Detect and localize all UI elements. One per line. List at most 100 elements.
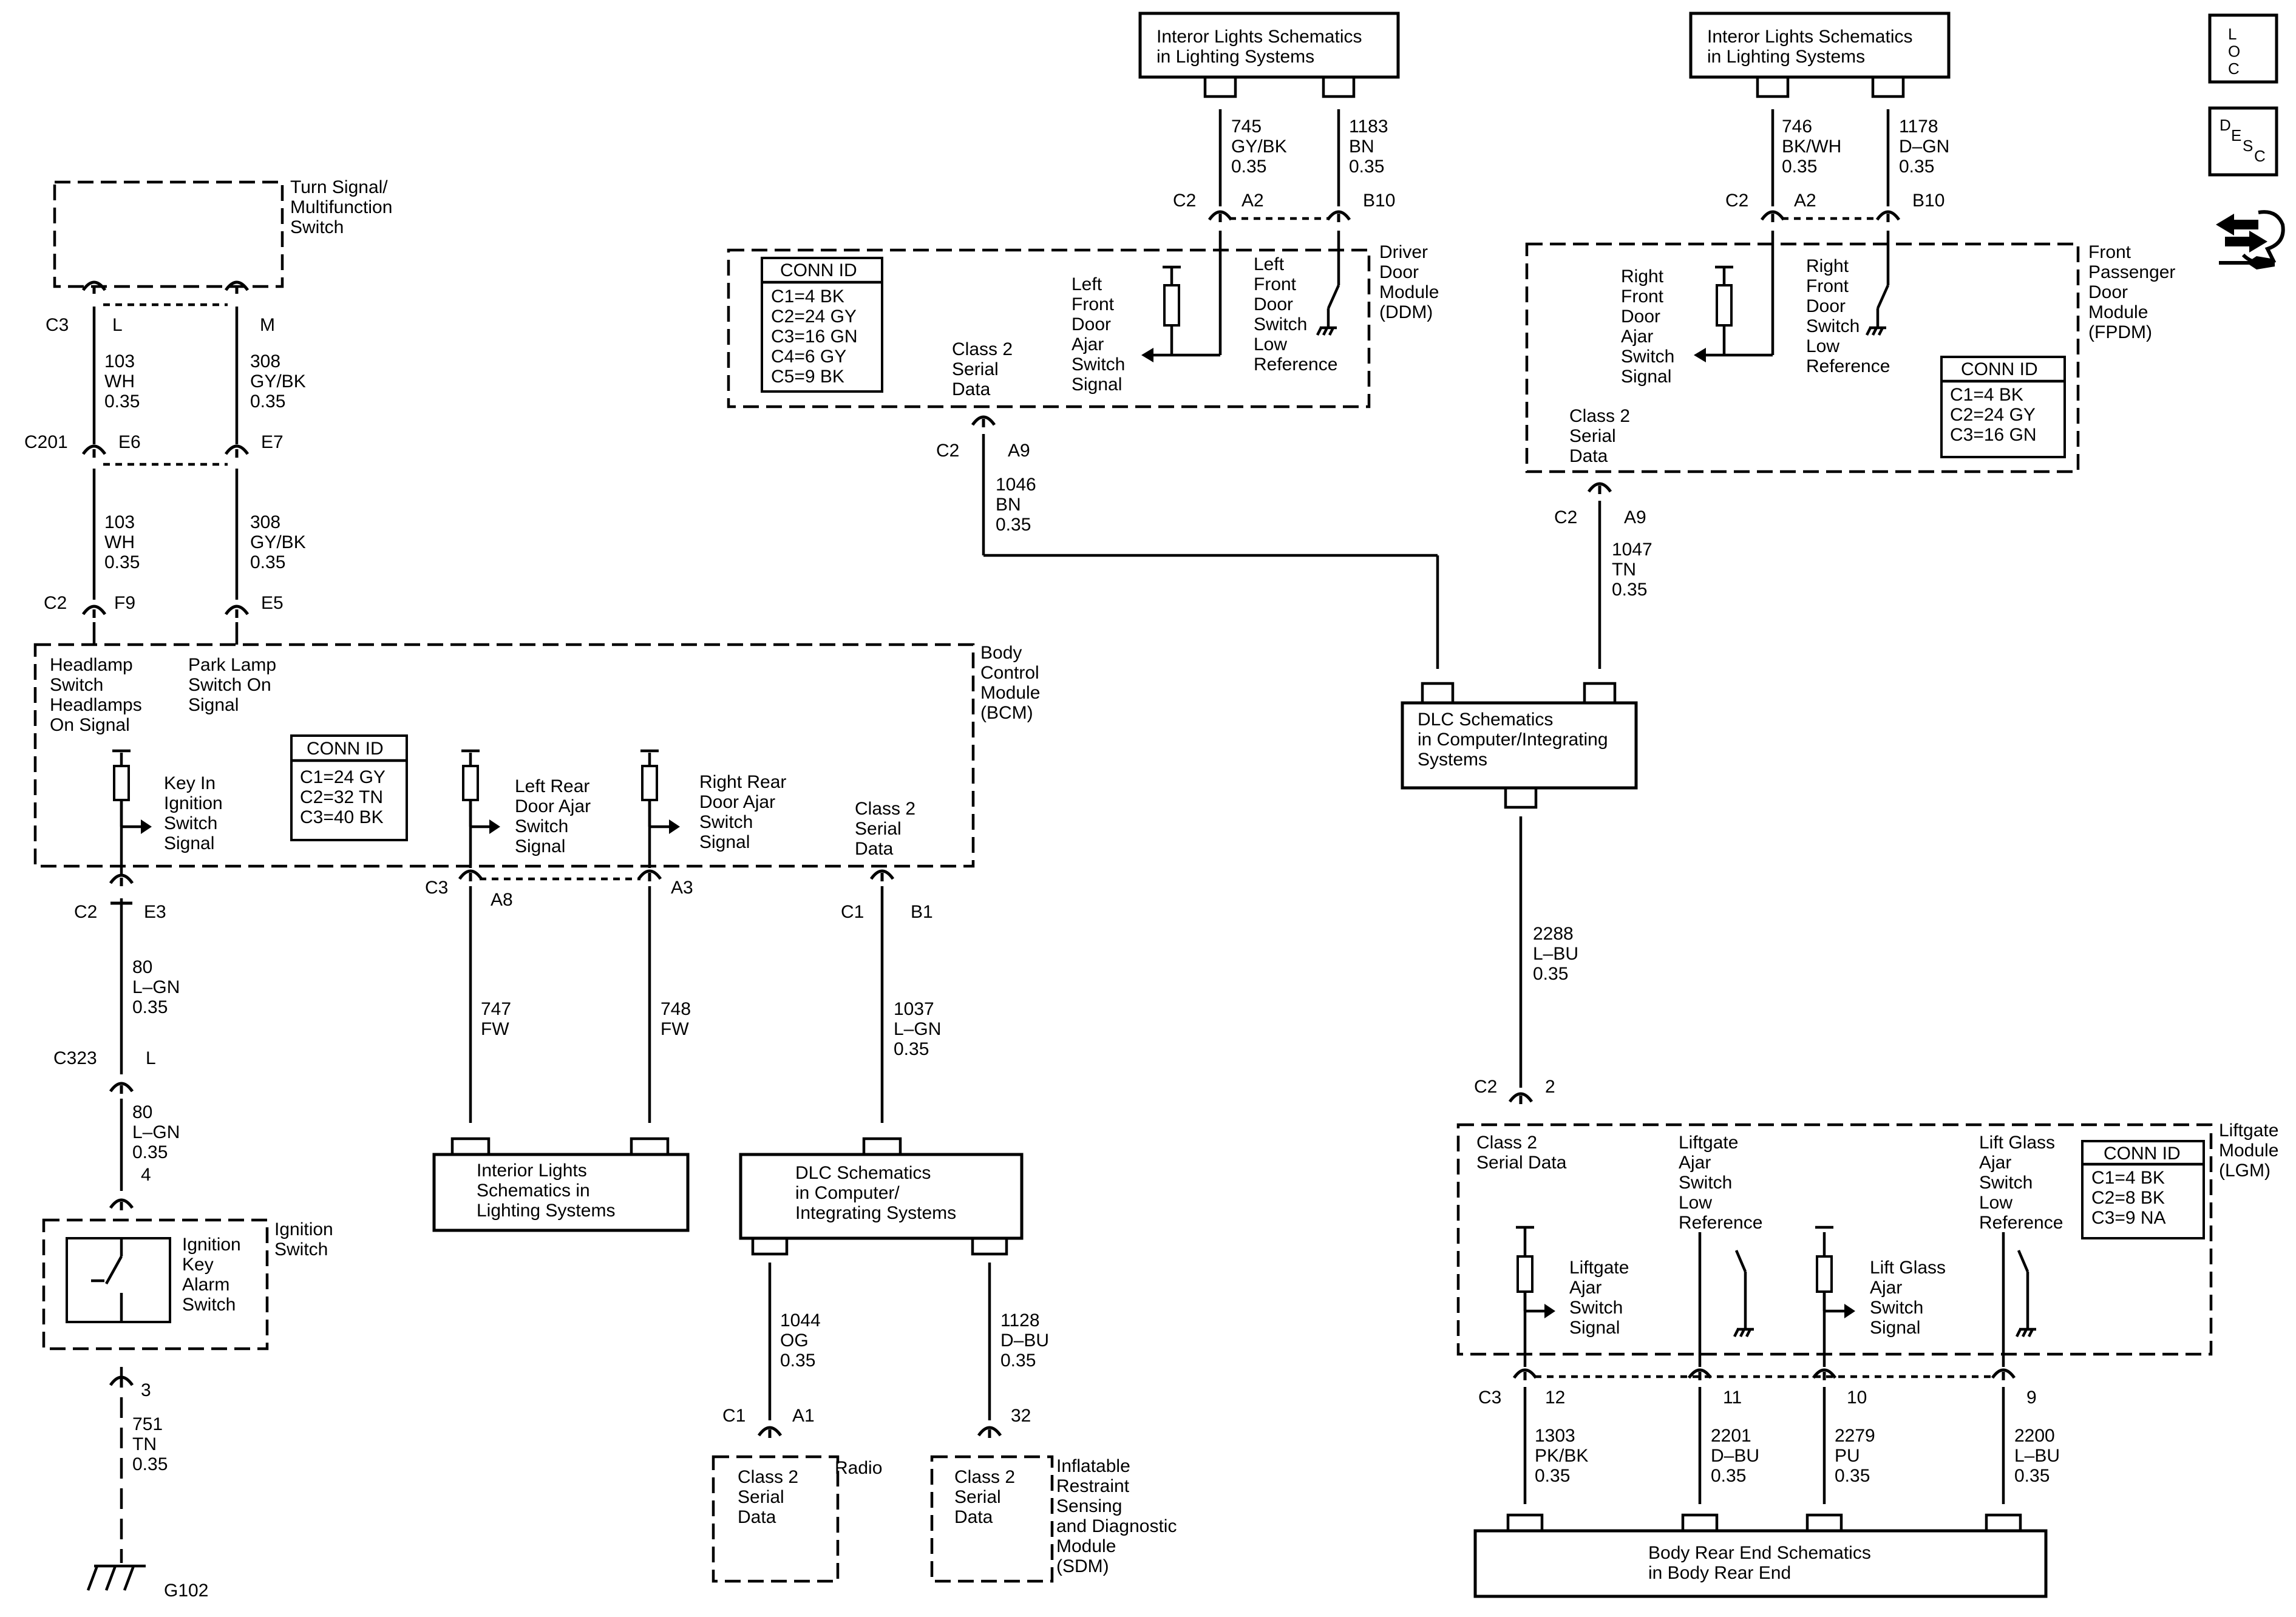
ignition-switch-box [42, 1218, 269, 1351]
conn-id-table-ddm [761, 257, 883, 393]
pin-c1-radio: C1 [722, 1406, 746, 1426]
pin-l-c323: L [146, 1048, 156, 1068]
pin-b1: B1 [911, 902, 933, 922]
pin-4: 4 [141, 1165, 151, 1185]
pin-c2-a9-left: C2 [936, 441, 959, 461]
pin-a1: A1 [792, 1406, 815, 1426]
lgm-box [1456, 1123, 2213, 1356]
desc-icon-d: D [2220, 116, 2231, 134]
pin-e6: E6 [118, 432, 141, 452]
pin-c2-a9-right: C2 [1554, 507, 1577, 527]
conn-id-table-fpdm [1940, 356, 2066, 458]
conn-id-table-bcm [290, 734, 408, 841]
pin-c2-e3: C2 [74, 902, 97, 922]
pin-c2-bcm: C2 [44, 593, 67, 613]
conn-id-ddm-title: CONN ID [780, 260, 857, 280]
ground-g102 [86, 1564, 146, 1591]
ref-box-interior-lights-mid [432, 1153, 690, 1232]
connector-repair-icon[interactable] [2216, 210, 2285, 270]
ddm-internals [1141, 265, 1340, 362]
pin-b10-ddm: B10 [1363, 191, 1395, 211]
pin-c2-lgm: C2 [1474, 1077, 1497, 1097]
pin-c1-b1: C1 [841, 902, 864, 922]
radio-box [712, 1455, 840, 1583]
desc-icon[interactable] [2208, 106, 2278, 177]
ref-box-interior-lights-right [1689, 12, 1951, 79]
bcm-internals [112, 749, 680, 834]
fpdm-box [1525, 242, 2080, 473]
ref-box-dlc-right [1401, 701, 1638, 790]
desc-icon-e: E [2231, 126, 2241, 144]
pin-f9: F9 [114, 593, 135, 613]
pin-32: 32 [1011, 1406, 1031, 1426]
pin-12: 12 [1545, 1388, 1565, 1408]
ddm-box [727, 248, 1371, 408]
conn-id-bcm-title: CONN ID [307, 739, 384, 759]
pin-9: 9 [2026, 1388, 2037, 1408]
conn-id-fpdm-title: CONN ID [1961, 359, 2038, 379]
pin-e3: E3 [144, 902, 166, 922]
ref-box-body-rear-end [1473, 1529, 2048, 1598]
pin-c3-turn: C3 [46, 315, 69, 335]
sdm-box [930, 1455, 1054, 1583]
pin-a3: A3 [671, 878, 693, 898]
pin-c3-lgm: C3 [1478, 1388, 1501, 1408]
bcm-box [33, 643, 975, 868]
fpdm-internals [1694, 265, 1890, 362]
loc-icon[interactable] [2208, 13, 2278, 84]
pin-b10-fpdm: B10 [1912, 191, 1944, 211]
pin-10: 10 [1847, 1388, 1867, 1408]
pin-3: 3 [141, 1380, 151, 1400]
ignition-internals [66, 1237, 171, 1323]
pin-e7: E7 [261, 432, 284, 452]
pin-m-turn: M [260, 315, 275, 335]
